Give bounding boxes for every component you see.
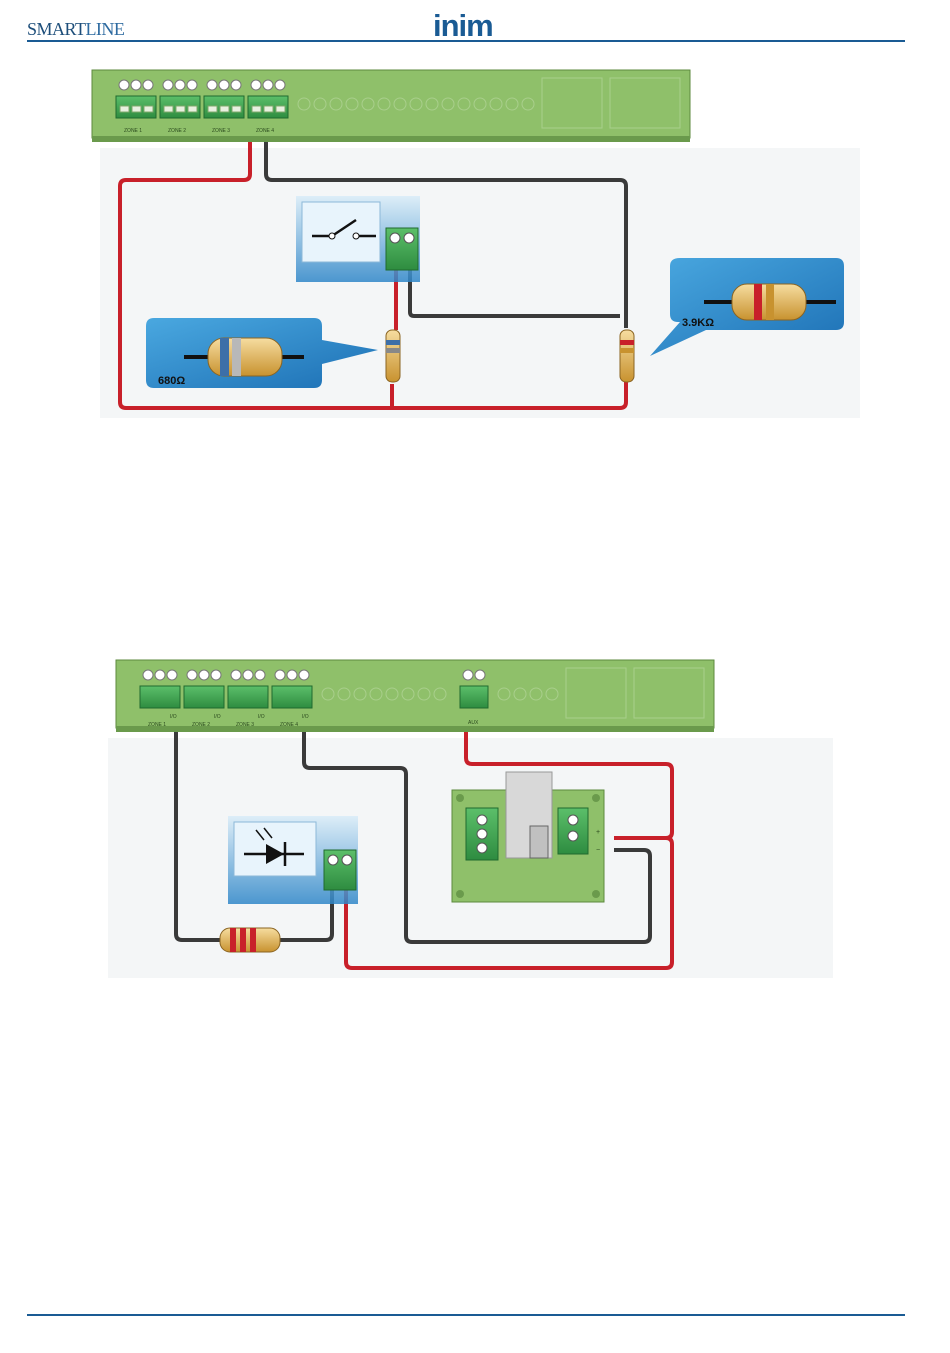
relay-minus-label: −: [596, 847, 600, 854]
pcb-board-2: ZONE 1 ZONE 2 ZONE 3 ZONE 4 I/O I/O I/O …: [116, 660, 714, 732]
io-label-4: I/O: [302, 714, 309, 720]
diagram-zone-nc-contact: ZONE 1 ZONE 2 ZONE 3 ZONE 4: [80, 68, 860, 418]
diagram-zone-led-aux: ZONE 1 ZONE 2 ZONE 3 ZONE 4 I/O I/O I/O …: [108, 658, 833, 978]
zone4-label: ZONE 4: [256, 128, 274, 134]
smartline-logo: SMARTLINE: [27, 19, 124, 40]
relay-plus-label: +: [596, 829, 600, 836]
zone2-label: ZONE 2: [168, 128, 186, 134]
io-label-3: I/O: [258, 714, 265, 720]
resistor-680-inline: [386, 330, 400, 382]
io-label-2: I/O: [214, 714, 221, 720]
footer-rule: [27, 1314, 905, 1316]
diagram2-svg: ZONE 1 ZONE 2 ZONE 3 ZONE 4 I/O I/O I/O …: [108, 658, 833, 978]
brand-smart: SMART: [27, 19, 85, 39]
relay-module: + −: [452, 772, 604, 902]
led-device: [228, 816, 358, 904]
brand-line: LINE: [85, 19, 124, 39]
diagram1-svg: ZONE 1 ZONE 2 ZONE 3 ZONE 4: [80, 68, 860, 418]
resistor-3k9-inline: [620, 330, 634, 382]
nc-contact-device: [296, 196, 420, 282]
io-label-1: I/O: [170, 714, 177, 720]
resistor-680-label: 680Ω: [158, 375, 185, 387]
page-header: SMARTLINE inim: [0, 0, 950, 50]
header-rule: [27, 40, 905, 42]
inim-logo: inim: [433, 8, 493, 44]
zone1-label-2: ZONE 1: [148, 722, 166, 728]
aux-label: AUX: [468, 720, 479, 726]
zone3-label: ZONE 3: [212, 128, 230, 134]
resistor-3k9-label: 3.9KΩ: [682, 317, 714, 329]
resistor-inline-2: [220, 928, 280, 952]
zone1-label: ZONE 1: [124, 128, 142, 134]
zone3-label-2: ZONE 3: [236, 722, 254, 728]
pcb-board: ZONE 1 ZONE 2 ZONE 3 ZONE 4: [92, 70, 690, 142]
zone2-label-2: ZONE 2: [192, 722, 210, 728]
brand-inim: inim: [433, 8, 493, 43]
zone4-label-2: ZONE 4: [280, 722, 298, 728]
